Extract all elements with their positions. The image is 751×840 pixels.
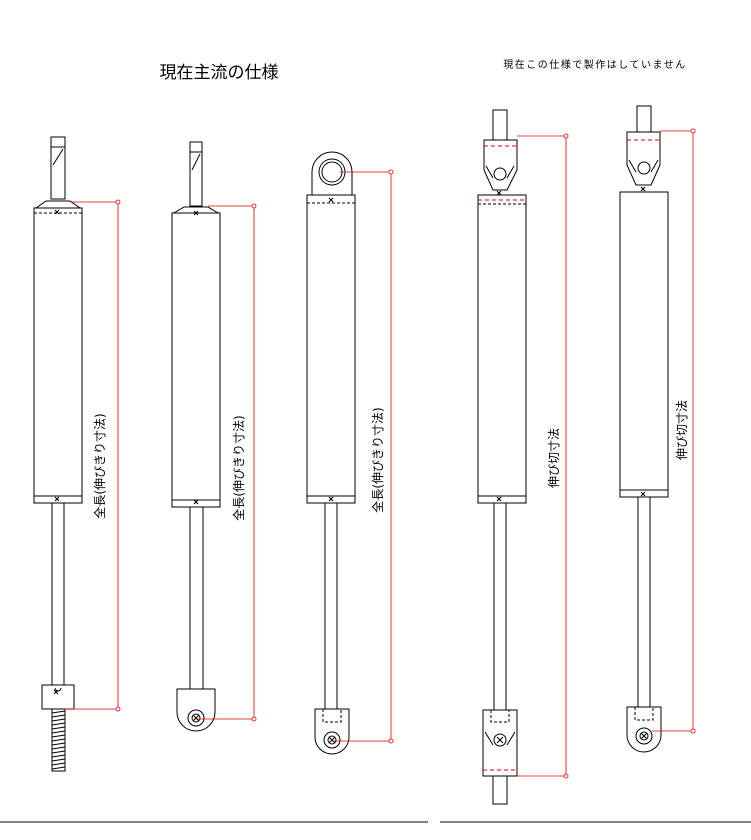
cylinder-body bbox=[306, 194, 356, 504]
cylinder-body bbox=[477, 194, 527, 504]
top-stud bbox=[492, 109, 508, 141]
top-stud bbox=[189, 141, 203, 207]
rod-nut bbox=[41, 684, 75, 710]
top-clevis-end bbox=[483, 139, 518, 191]
threaded-stud bbox=[51, 708, 66, 772]
gas-spring-4 bbox=[477, 109, 527, 805]
dimension-line-5 bbox=[652, 128, 696, 734]
dimension-label-3: 全長(伸びきり寸法) bbox=[370, 407, 385, 512]
top-stud bbox=[636, 105, 652, 133]
dimension-line-2 bbox=[196, 203, 257, 722]
gas-spring-2 bbox=[171, 141, 221, 732]
gas-spring-1 bbox=[33, 136, 83, 772]
bottom-clevis-end bbox=[482, 709, 518, 777]
top-clevis-end bbox=[626, 131, 661, 186]
left-heading: 現在主流の仕様 bbox=[160, 63, 279, 83]
dimension-line-3 bbox=[332, 169, 394, 744]
eye-end bbox=[176, 688, 216, 732]
piston-rod bbox=[493, 502, 507, 711]
bottom-stud bbox=[492, 775, 508, 805]
dimension-line-4 bbox=[517, 133, 569, 779]
gas-spring-5 bbox=[619, 105, 669, 753]
dimension-label-4: 伸び切寸法 bbox=[547, 428, 561, 488]
cylinder-body bbox=[619, 191, 669, 498]
dimension-line-1 bbox=[64, 199, 121, 712]
piston-rod bbox=[51, 502, 65, 686]
bottom-clevis-end bbox=[626, 706, 662, 753]
clevis-end bbox=[314, 708, 350, 755]
dimension-label-2: 全長(伸びきり寸法) bbox=[231, 415, 246, 520]
cylinder-body bbox=[171, 212, 221, 508]
dimension-label-1: 全長(伸びきり寸法) bbox=[92, 413, 107, 518]
gas-spring-3 bbox=[306, 151, 356, 755]
piston-rod bbox=[189, 506, 204, 690]
end-cap bbox=[172, 206, 220, 214]
piston-rod bbox=[324, 502, 338, 710]
piston-rod bbox=[637, 496, 651, 708]
top-stud bbox=[50, 136, 66, 200]
dimension-label-5: 伸び切寸法 bbox=[675, 400, 689, 460]
right-heading: 現在この仕様で製作はしていません bbox=[503, 58, 686, 71]
cylinder-body bbox=[33, 207, 83, 504]
top-eye-end bbox=[311, 151, 353, 196]
